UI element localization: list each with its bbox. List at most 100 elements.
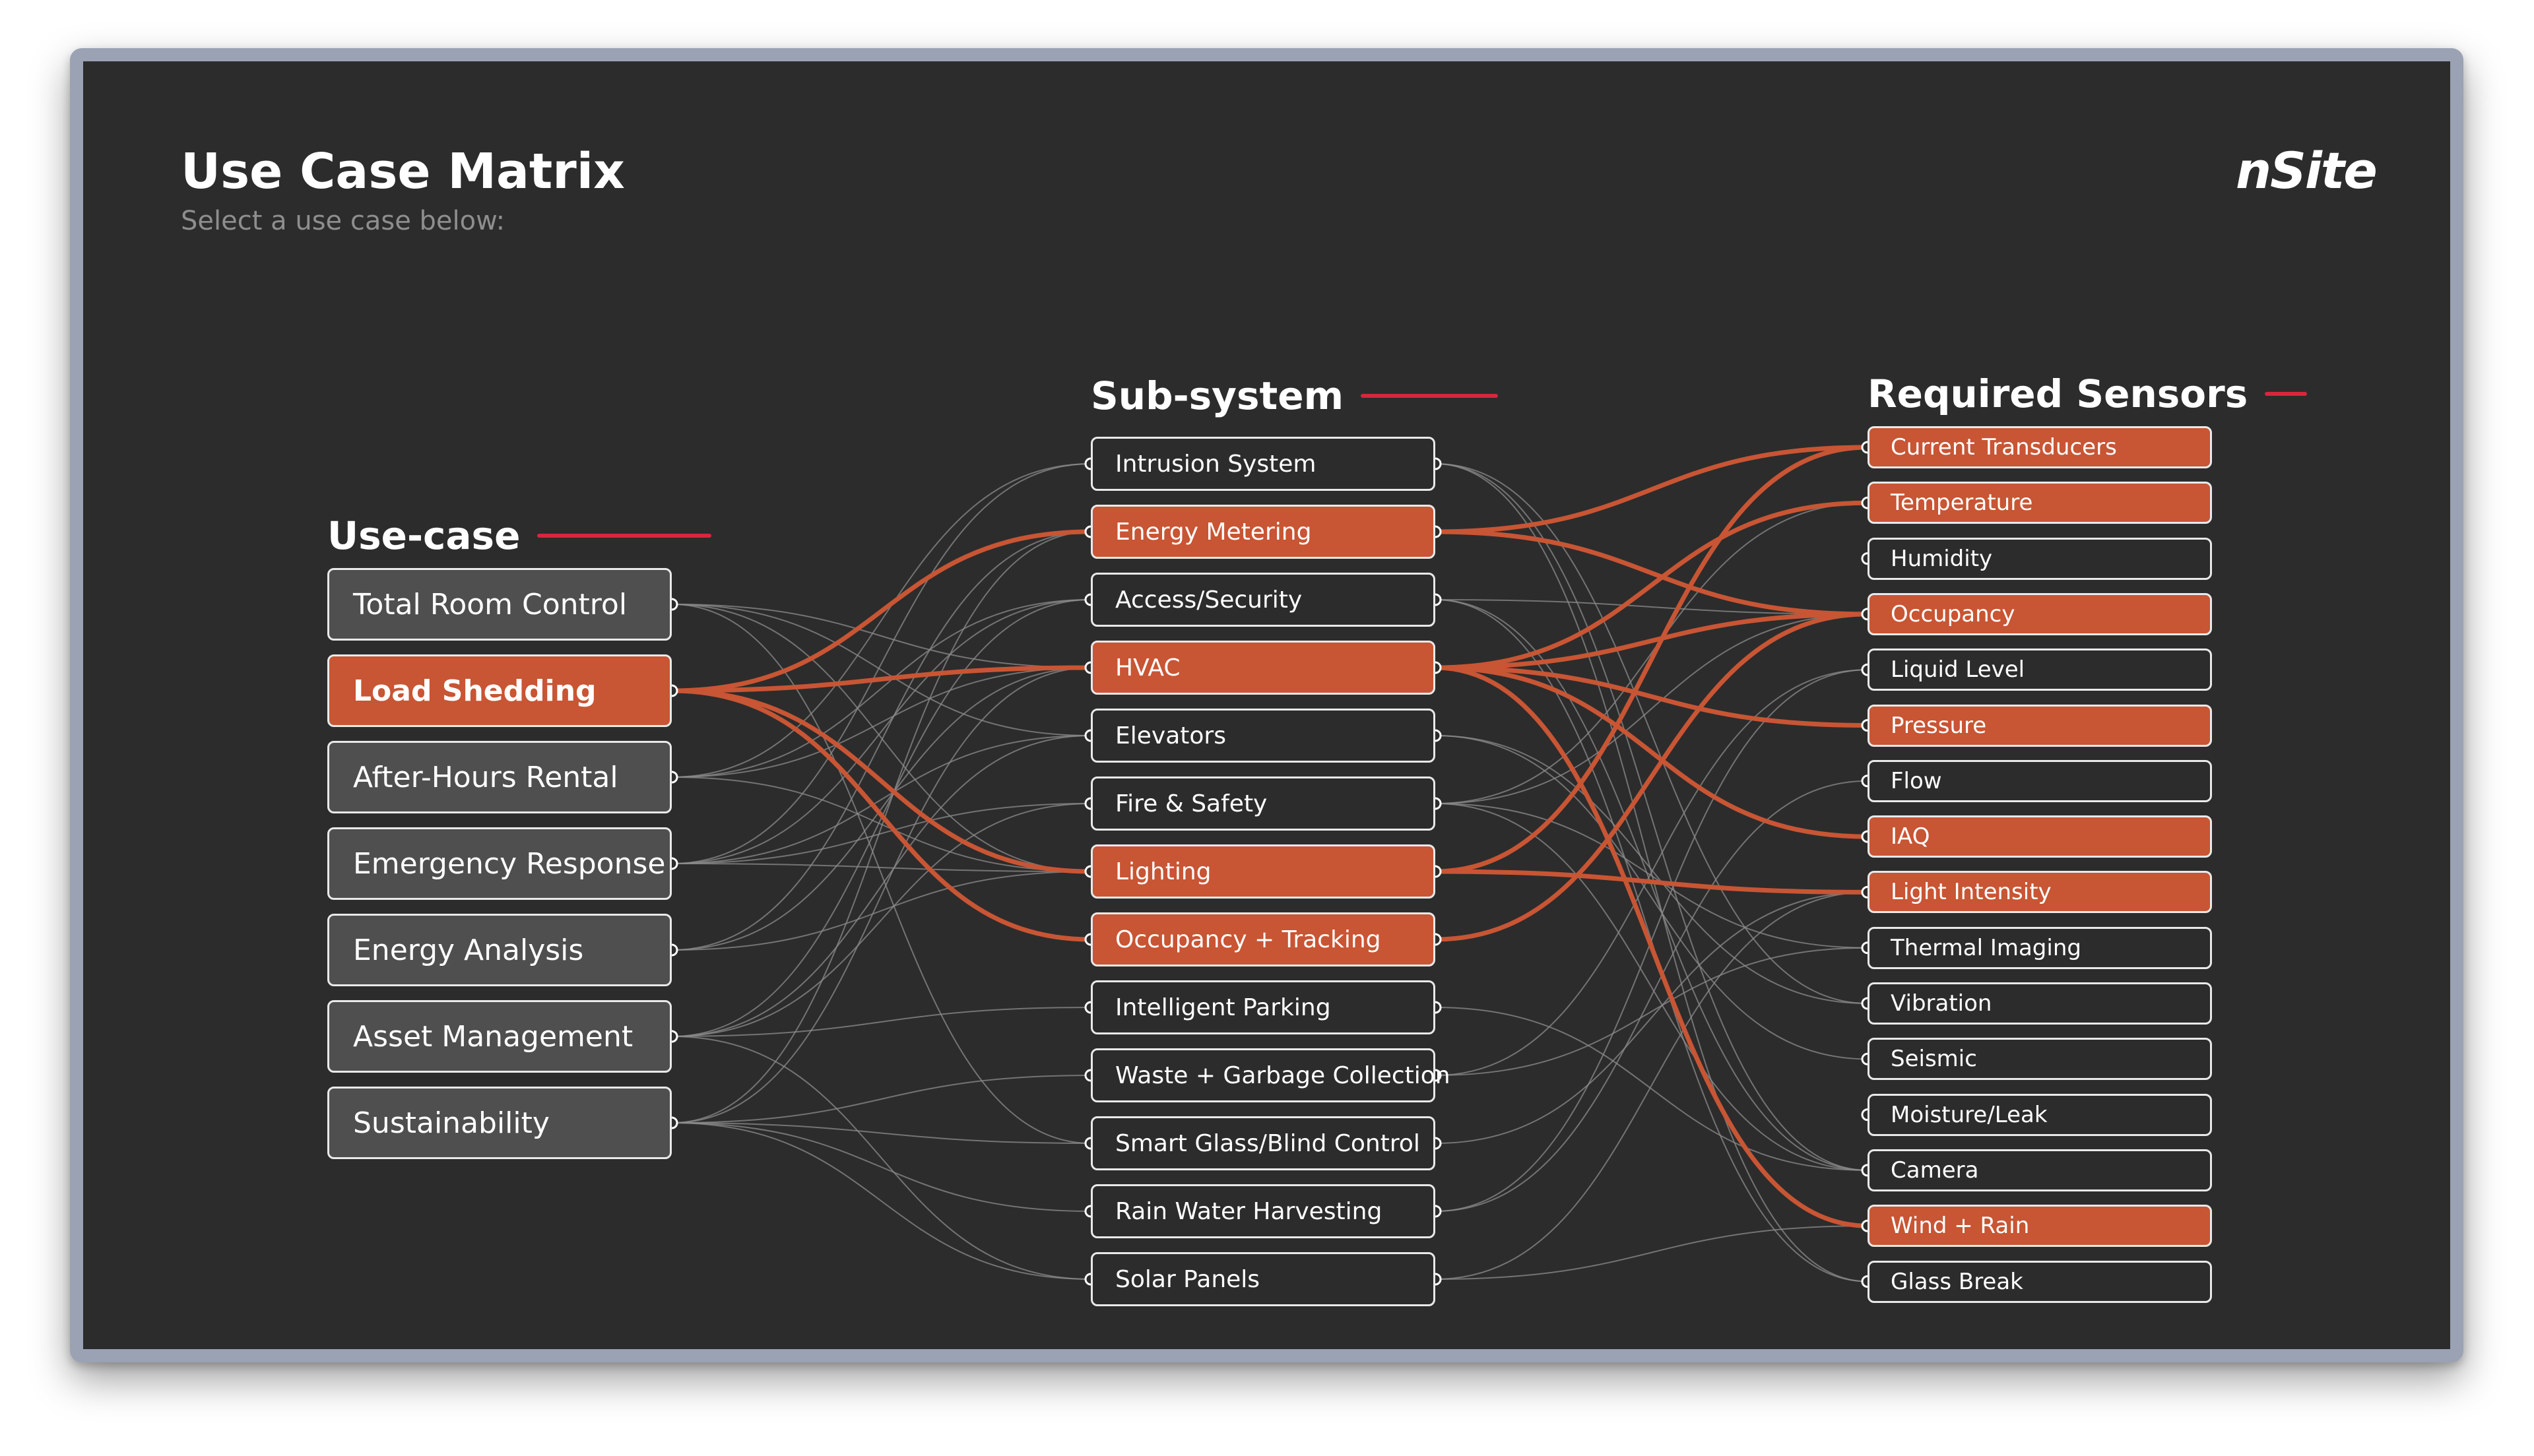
sensor-label: Liquid Level <box>1891 656 2025 683</box>
link-fire-safety-to-camera <box>1435 803 1868 1171</box>
sensor-moisture-leak[interactable]: Moisture/Leak <box>1868 1093 2212 1136</box>
sensor-thermal-imaging[interactable]: Thermal Imaging <box>1868 926 2212 969</box>
sub-system-label: Waste + Garbage Collection <box>1115 1061 1450 1089</box>
sensor-glass-break[interactable]: Glass Break <box>1868 1260 2212 1303</box>
link-intrusion-system-to-camera <box>1435 463 1868 1171</box>
link-fire-safety-to-occupancy <box>1435 613 1868 804</box>
use-case-label: After-Hours Rental <box>353 760 618 794</box>
link-hvac-to-occupancy <box>1435 612 1868 670</box>
link-emergency-response-to-lighting <box>671 863 1091 872</box>
sensor-current-transducers[interactable]: Current Transducers <box>1868 426 2212 468</box>
sub-system-header: Sub-system <box>1091 377 1499 415</box>
link-sustainability-to-rain-water-harvesting <box>671 1122 1091 1212</box>
use-case-energy-analysis[interactable]: Energy Analysis <box>327 914 672 986</box>
sensor-flow[interactable]: Flow <box>1868 759 2212 802</box>
link-waste-garbage-collection-to-thermal-imaging <box>1435 947 1868 1076</box>
sub-system-energy-metering[interactable]: Energy Metering <box>1091 505 1435 559</box>
sub-system-label: Fire & Safety <box>1115 790 1268 817</box>
sensors-header: Required Sensors <box>1868 371 2308 416</box>
sub-system-header-accent-bar <box>1361 394 1499 398</box>
sensor-pressure[interactable]: Pressure <box>1868 704 2212 747</box>
sensor-label: Seismic <box>1891 1046 1977 1073</box>
link-load-shedding-to-lighting <box>671 688 1091 874</box>
link-total-room-control-to-elevators <box>671 604 1091 736</box>
use-case-after-hours-rental[interactable]: After-Hours Rental <box>327 741 672 813</box>
sensor-label: Current Transducers <box>1891 434 2117 460</box>
use-case-total-room-control[interactable]: Total Room Control <box>327 568 672 641</box>
link-energy-analysis-to-lighting <box>671 871 1091 951</box>
sensor-label: Flow <box>1891 767 1942 794</box>
matrix-screen: Use Case Matrix Select a use case below:… <box>83 61 2450 1349</box>
link-fire-safety-to-temperature <box>1435 502 1868 804</box>
sensor-camera[interactable]: Camera <box>1868 1149 2212 1191</box>
use-case-emergency-response[interactable]: Emergency Response <box>327 827 672 900</box>
link-hvac-to-iaq <box>1435 665 1868 839</box>
link-lighting-to-light-intensity <box>1435 869 1868 895</box>
link-emergency-response-to-elevators <box>671 735 1091 864</box>
sensor-temperature[interactable]: Temperature <box>1868 482 2212 524</box>
link-emergency-response-to-fire-safety <box>671 803 1091 864</box>
sub-system-lighting[interactable]: Lighting <box>1091 844 1435 899</box>
sensor-occupancy[interactable]: Occupancy <box>1868 592 2212 635</box>
sub-system-hvac[interactable]: HVAC <box>1091 641 1435 695</box>
sensor-light-intensity[interactable]: Light Intensity <box>1868 871 2212 914</box>
sensor-vibration[interactable]: Vibration <box>1868 982 2212 1025</box>
sub-system-intrusion-system[interactable]: Intrusion System <box>1091 437 1435 491</box>
link-sustainability-to-solar-panels <box>671 1122 1091 1280</box>
use-case-label: Sustainability <box>353 1106 550 1140</box>
use-case-header: Use-case <box>327 517 712 555</box>
use-case-header-accent-bar <box>537 534 712 538</box>
sub-system-rain-water-harvesting[interactable]: Rain Water Harvesting <box>1091 1184 1435 1238</box>
window-frame: Use Case Matrix Select a use case below:… <box>70 48 2463 1362</box>
sensor-wind-rain[interactable]: Wind + Rain <box>1868 1205 2212 1248</box>
link-hvac-to-wind-rain <box>1435 665 1868 1228</box>
sub-system-label: Access/Security <box>1115 586 1303 614</box>
use-case-label: Energy Analysis <box>353 933 584 967</box>
active-links <box>671 445 1868 1228</box>
link-total-room-control-to-smart-glass-blind-control <box>671 604 1091 1144</box>
link-fire-safety-to-thermal-imaging <box>1435 803 1868 949</box>
sub-system-label: Occupancy + Tracking <box>1115 926 1381 953</box>
link-load-shedding-to-hvac <box>671 665 1091 693</box>
link-after-hours-rental-to-intrusion-system <box>671 463 1091 778</box>
sub-system-access-security[interactable]: Access/Security <box>1091 573 1435 627</box>
link-access-security-to-camera <box>1435 599 1868 1171</box>
link-emergency-response-to-intrusion-system <box>671 463 1091 864</box>
link-energy-analysis-to-energy-metering <box>671 531 1091 951</box>
sensor-label: Occupancy <box>1891 600 2015 627</box>
sub-system-occupancy-tracking[interactable]: Occupancy + Tracking <box>1091 912 1435 966</box>
use-case-asset-management[interactable]: Asset Management <box>327 1000 672 1073</box>
sensor-label: Glass Break <box>1891 1268 2023 1295</box>
sub-system-fire-safety[interactable]: Fire & Safety <box>1091 776 1435 831</box>
sub-system-label: Energy Metering <box>1115 518 1312 546</box>
link-after-hours-rental-to-access-security <box>671 599 1091 778</box>
link-asset-management-to-intelligent-parking <box>671 1007 1091 1037</box>
link-occupancy-tracking-to-occupancy <box>1435 612 1868 942</box>
sub-system-label: Intelligent Parking <box>1115 994 1331 1021</box>
sensor-iaq[interactable]: IAQ <box>1868 815 2212 858</box>
page-title: Use Case Matrix <box>181 143 625 200</box>
use-case-load-shedding[interactable]: Load Shedding <box>327 654 672 727</box>
sub-system-elevators[interactable]: Elevators <box>1091 709 1435 763</box>
sub-system-label: Solar Panels <box>1115 1265 1260 1293</box>
link-lighting-to-current-transducers <box>1435 445 1868 874</box>
sub-system-intelligent-parking[interactable]: Intelligent Parking <box>1091 980 1435 1034</box>
use-case-label: Load Shedding <box>353 674 597 708</box>
sensor-seismic[interactable]: Seismic <box>1868 1038 2212 1081</box>
sensor-humidity[interactable]: Humidity <box>1868 537 2212 580</box>
sub-system-smart-glass-blind-control[interactable]: Smart Glass/Blind Control <box>1091 1116 1435 1170</box>
sensors-header-label: Required Sensors <box>1868 371 2248 416</box>
link-hvac-to-pressure <box>1435 665 1868 728</box>
link-total-room-control-to-lighting <box>671 604 1091 872</box>
link-energy-analysis-to-hvac <box>671 667 1091 951</box>
link-sustainability-to-hvac <box>671 667 1091 1124</box>
use-case-sustainability[interactable]: Sustainability <box>327 1087 672 1159</box>
sensor-liquid-level[interactable]: Liquid Level <box>1868 649 2212 691</box>
link-sustainability-to-waste-garbage-collection <box>671 1075 1091 1124</box>
use-case-label: Emergency Response <box>353 846 666 881</box>
sub-system-solar-panels[interactable]: Solar Panels <box>1091 1252 1435 1306</box>
sub-system-waste-garbage-collection[interactable]: Waste + Garbage Collection <box>1091 1048 1450 1102</box>
sub-system-label: Elevators <box>1115 722 1226 749</box>
link-smart-glass-blind-control-to-light-intensity <box>1435 891 1868 1144</box>
link-hvac-to-temperature <box>1435 500 1868 670</box>
